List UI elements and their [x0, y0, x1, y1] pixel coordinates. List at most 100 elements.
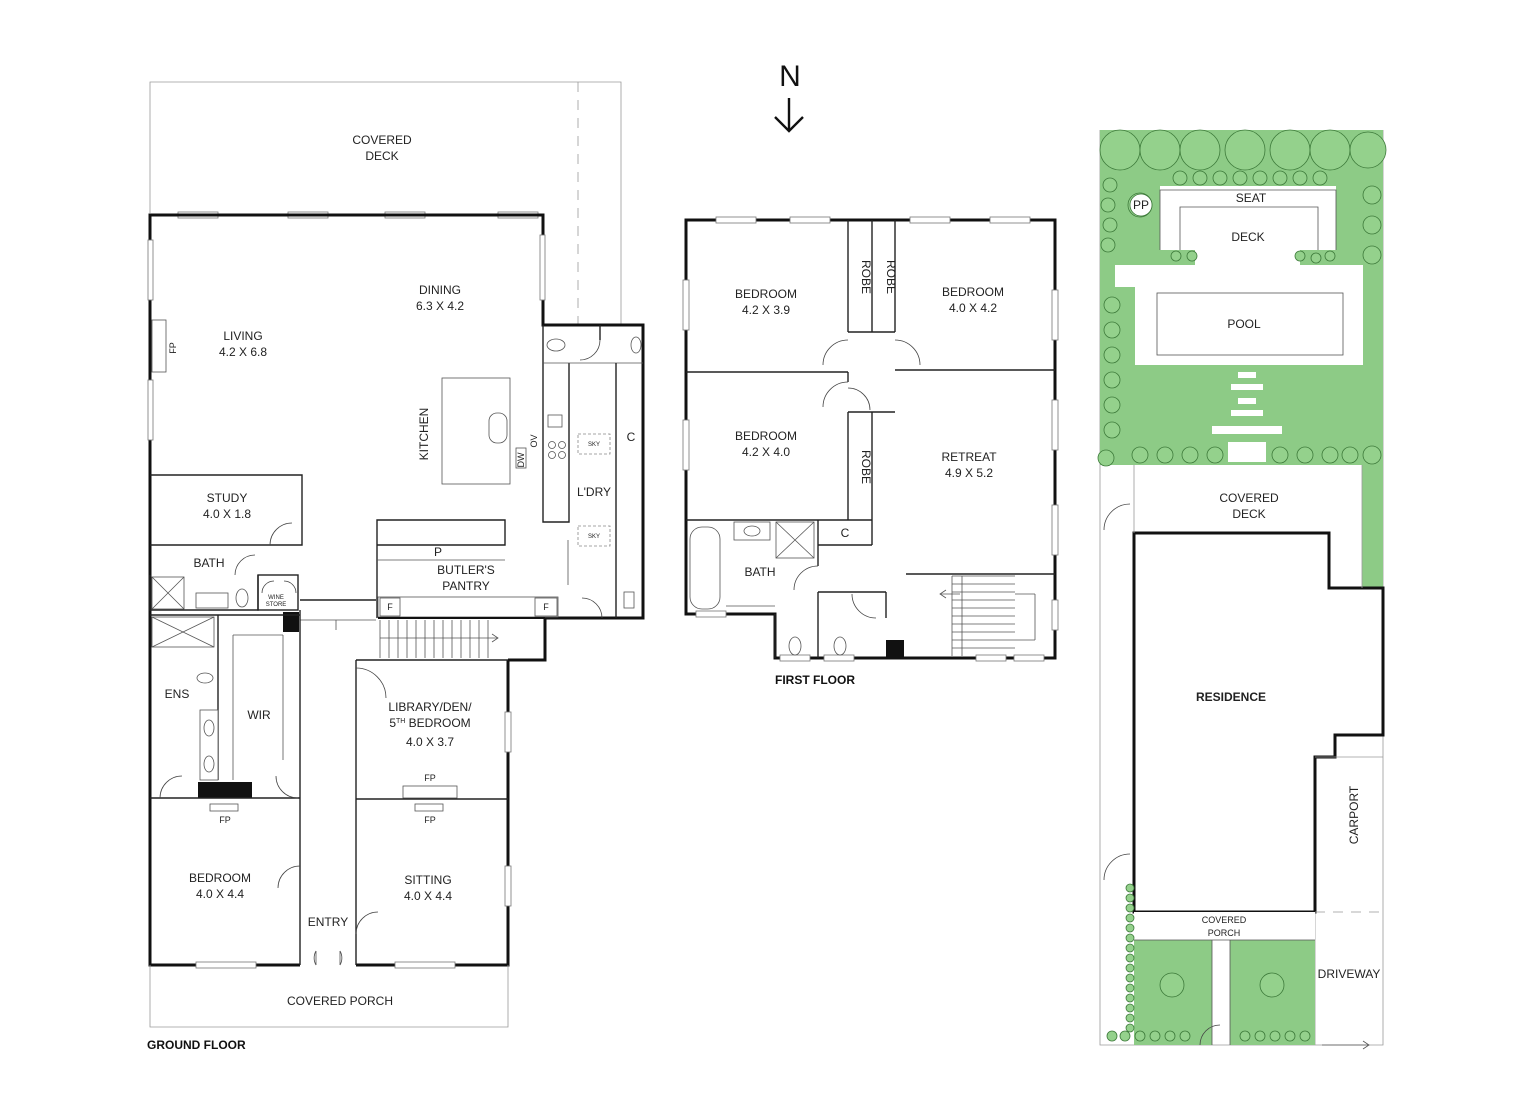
gate-swing [1103, 503, 1131, 531]
study-label: STUDY [207, 491, 248, 505]
window [1051, 289, 1059, 341]
fridge [534, 597, 558, 617]
library-label-line2: 5TH BEDROOM [389, 716, 470, 730]
hedge-shrubs [1097, 170, 1382, 467]
vanity [195, 592, 229, 609]
cupboard-label: C [841, 526, 850, 540]
stepping-stone [1212, 426, 1282, 434]
toilet [235, 588, 249, 608]
covered-deck-outline [149, 81, 622, 325]
door-swing [579, 339, 601, 361]
covered-porch-outline [149, 965, 509, 1028]
dining-label: DINING [419, 283, 461, 297]
shower-mark [151, 616, 215, 648]
skylight-label: SKY [588, 442, 600, 448]
site-plan: PP SEAT DECK POOL COVERED DECK RESIDENCE… [1097, 129, 1387, 1050]
covered-porch-label: COVERED [1202, 915, 1247, 925]
driveway-arrowhead [1362, 1040, 1370, 1050]
gate-swing [1103, 853, 1131, 881]
column [283, 612, 299, 632]
residence-outline [1132, 531, 1385, 914]
deck-label: DECK [1231, 230, 1264, 244]
library-label: LIBRARY/DEN/ [388, 700, 472, 714]
fireplace [151, 319, 167, 373]
robe3-label: ROBE [859, 450, 873, 484]
ground-floor-caption: GROUND FLOOR [147, 1038, 246, 1052]
window [147, 379, 154, 441]
fp-living-label: FP [168, 342, 178, 354]
cooktop-burner [558, 441, 566, 449]
basin [203, 755, 215, 773]
first-floor-caption: FIRST FLOOR [775, 673, 855, 687]
wir-label: WIR [247, 708, 271, 722]
stepping-stone [1231, 410, 1263, 416]
bedroom3-label: BEDROOM [735, 429, 797, 443]
window [989, 216, 1031, 224]
ground-stairs [379, 620, 499, 658]
covered-deck-label: DECK [1232, 507, 1265, 521]
compass-arrowhead-icon [774, 116, 804, 133]
front-hedge [1106, 883, 1311, 1042]
ground-outer-wall-upper [148, 213, 645, 662]
window [1051, 504, 1059, 556]
north-compass: N [774, 60, 804, 133]
robe1-label: ROBE [859, 260, 873, 294]
door-swing [851, 593, 877, 619]
butlers-pantry-wall [376, 519, 506, 618]
sitting-label: SITTING [404, 873, 451, 887]
front-tree [1159, 972, 1185, 998]
bathtub [689, 526, 721, 610]
shower-mark [151, 576, 185, 610]
window [1051, 399, 1059, 451]
library-ordinal: 5 [389, 716, 396, 730]
basin [203, 719, 215, 737]
wine-store-label: WINE [268, 595, 284, 601]
pool-pump-marker [1129, 193, 1153, 217]
door-swing [822, 381, 849, 408]
door-swing [793, 565, 819, 591]
door-swing [261, 580, 275, 594]
bedroom1-size: 4.2 X 3.9 [742, 303, 790, 317]
window [682, 279, 690, 331]
fridge-label: F [387, 602, 393, 612]
window [779, 654, 811, 662]
door-swing [269, 522, 293, 546]
butlers-pantry-label: BUTLER'S [437, 563, 495, 577]
fp-sitting-label: FP [424, 815, 436, 825]
driveway-label: DRIVEWAY [1318, 967, 1381, 981]
seat-outline [1159, 189, 1337, 250]
seat-label: SEAT [1236, 191, 1267, 205]
study-wall [150, 474, 303, 546]
carport-label: CARPORT [1347, 785, 1361, 844]
door-swing [277, 865, 301, 889]
bedroom-label: BEDROOM [189, 871, 251, 885]
pool-path [1115, 265, 1363, 287]
window [1051, 599, 1059, 631]
door-swing [581, 597, 603, 619]
window [147, 239, 154, 301]
garden-steps [1228, 442, 1266, 462]
pantry-bench [377, 596, 559, 618]
window [715, 216, 757, 224]
pp-label: PP [1133, 198, 1149, 212]
ov-label: OV [529, 434, 539, 447]
skylight-label: SKY [588, 534, 600, 540]
ensuite-label: ENS [165, 687, 190, 701]
dining-size: 6.3 X 4.2 [416, 299, 464, 313]
seat-inner [1179, 206, 1319, 250]
covered-porch-area [1134, 912, 1315, 940]
cooktop-burner [558, 451, 566, 459]
fireplace-hearth [209, 803, 239, 812]
window [823, 654, 855, 662]
cooktop-burner [548, 441, 556, 449]
fridge-label: F [543, 602, 549, 612]
wine-store-wall [257, 574, 299, 611]
skylight [577, 433, 611, 455]
fp-bedroom-label: FP [219, 815, 231, 825]
side-garden [1362, 465, 1383, 587]
butlers-pantry-label: PANTRY [442, 579, 490, 593]
gate-swing [1199, 1024, 1221, 1046]
door-swing [822, 339, 849, 366]
bedroom2-label: BEDROOM [942, 285, 1004, 299]
window [789, 216, 831, 224]
